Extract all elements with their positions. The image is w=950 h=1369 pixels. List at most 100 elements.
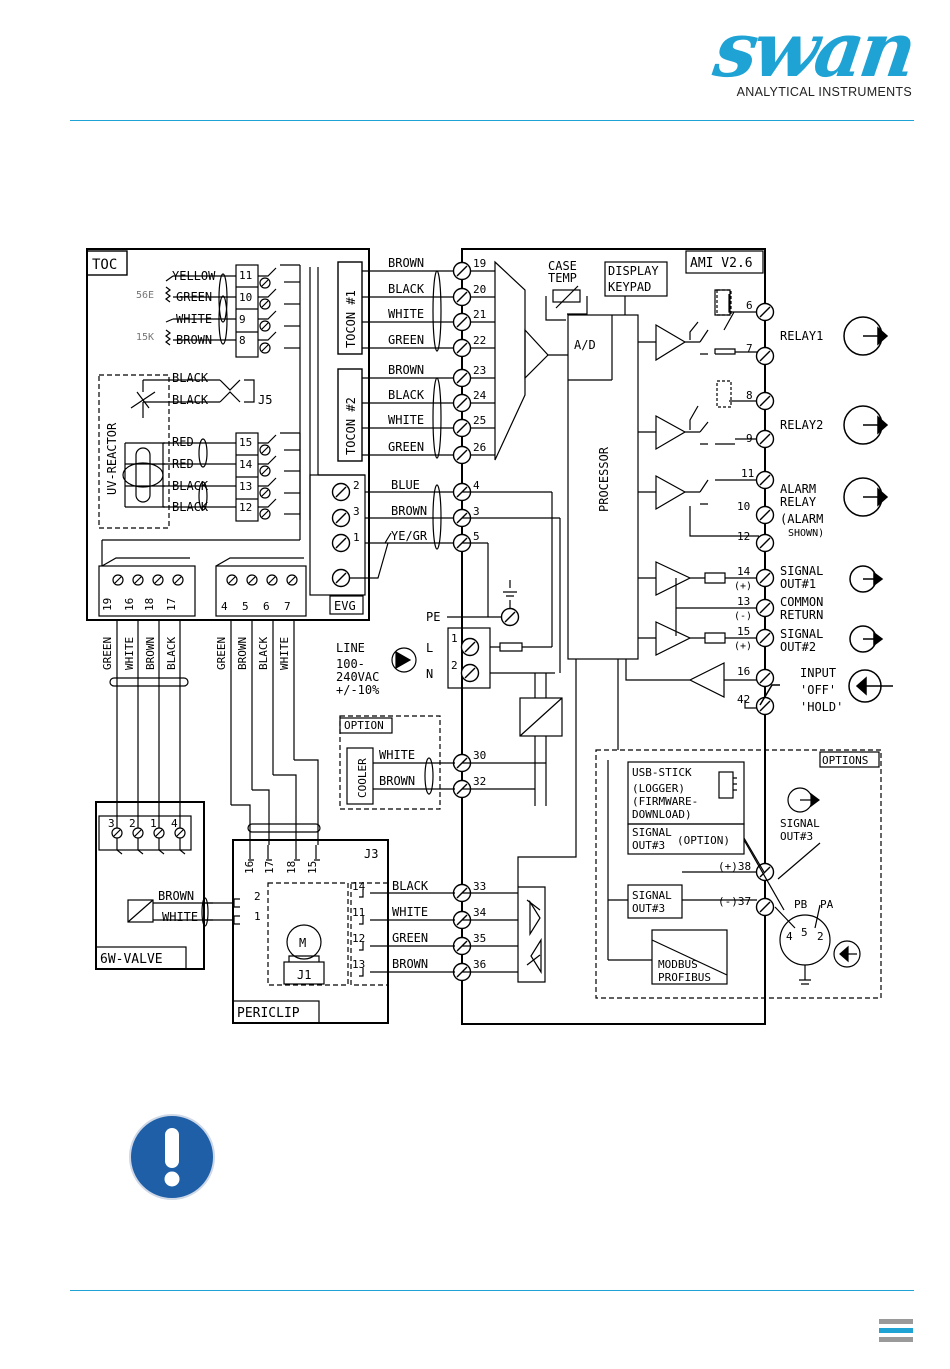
out-t42: 42 [737, 693, 750, 706]
term-5-wire: YE/GR [391, 529, 428, 543]
periclip-pin-14: 14 [352, 880, 366, 893]
evg-pin-1: 1 [353, 531, 360, 544]
modbus-2: PROFIBUS [658, 971, 711, 984]
periclip-pin-13: 13 [352, 958, 365, 971]
periclip-p2: 2 [254, 890, 261, 903]
term-33: 33 [473, 880, 486, 893]
cable-b-black: BLACK [257, 637, 270, 670]
out-t14: 14 [737, 565, 751, 578]
cable-a-brown: BROWN [144, 637, 157, 670]
alarm-4: SHOWN) [788, 528, 824, 539]
term-26-wire: GREEN [388, 440, 424, 454]
term-21-wire: WHITE [388, 307, 424, 321]
alarm-1: ALARM [780, 482, 816, 496]
term-5: 5 [473, 530, 480, 543]
term-38: (+)38 [718, 860, 751, 873]
cable-a-green: GREEN [101, 637, 114, 670]
evg-pin-3: 3 [353, 505, 360, 518]
n-label: N [426, 667, 433, 681]
res-15k-label: 15K [136, 332, 154, 343]
conn-b-6: 6 [263, 600, 270, 613]
periclip-wire-white: WHITE [392, 905, 428, 919]
term-21: 21 [473, 308, 486, 321]
term-4: 4 [473, 479, 480, 492]
line-4: +/-10% [336, 683, 380, 697]
periclip-pin-11: 11 [352, 906, 365, 919]
toc-t14: 14 [239, 458, 253, 471]
tocon2-label: TOCON #2 [344, 397, 358, 455]
header-rule [70, 120, 914, 121]
term-22-wire: GREEN [388, 333, 424, 347]
toc-t12: 12 [239, 501, 252, 514]
sig3-ext-1: SIGNAL [780, 817, 820, 830]
out-t11: 11 [741, 467, 754, 480]
cable-a-white: WHITE [123, 637, 136, 670]
signal1-1: SIGNAL [780, 564, 823, 578]
term-24: 24 [473, 389, 487, 402]
usb-1: USB-STICK [632, 766, 692, 779]
periclip-16: 16 [243, 861, 256, 874]
term-35: 35 [473, 932, 486, 945]
toc-title: TOC [92, 257, 117, 273]
evg-pin-2: 2 [353, 479, 360, 492]
term-3-wire: BROWN [391, 504, 427, 518]
cooler-brown: BROWN [379, 774, 415, 788]
sig3-1: SIGNAL [632, 889, 672, 902]
cooler-label: COOLER [356, 758, 369, 798]
out-t12: 12 [737, 530, 750, 543]
toc-t13: 13 [239, 480, 252, 493]
toc-t9: 9 [239, 313, 246, 326]
valve-brown: BROWN [158, 889, 194, 903]
periclip-title: PERICLIP [237, 1006, 300, 1021]
input-3: 'HOLD' [800, 700, 843, 714]
term-22: 22 [473, 334, 486, 347]
cooler-white: WHITE [379, 748, 415, 762]
uv-black-1: BLACK [172, 371, 209, 385]
input-2: 'OFF' [800, 683, 836, 697]
toc-box [86, 248, 370, 621]
j1-label: J1 [297, 968, 311, 982]
toc-t10: 10 [239, 291, 252, 304]
toc-t11: 11 [239, 269, 252, 282]
out-t8: 8 [746, 389, 753, 402]
page-marker [879, 1319, 913, 1346]
conn-a-16: 16 [123, 598, 136, 611]
pa-label: PA [820, 898, 834, 911]
out-t6: 6 [746, 299, 753, 312]
toc-wire-yellow: YELLOW [172, 269, 216, 283]
signal2-2: OUT#2 [780, 640, 816, 654]
line-1: LINE [336, 641, 365, 655]
usb-2: (LOGGER) [632, 782, 685, 795]
option-label: OPTION [344, 719, 384, 732]
brand-logo: swan ANALYTICAL INSTRUMENTS [709, 5, 918, 104]
valve-white: WHITE [162, 910, 198, 924]
uv-black-4: BLACK [172, 500, 209, 514]
motor-label: M [299, 936, 306, 950]
term-30: 30 [473, 749, 486, 762]
relay1-label: RELAY1 [780, 329, 823, 343]
periclip-p1: 1 [254, 910, 261, 923]
out-t14-sign: (+) [734, 581, 752, 592]
j5-label: J5 [258, 393, 272, 407]
usb-4: DOWNLOAD) [632, 808, 692, 821]
valve-t1: 1 [150, 817, 157, 830]
term-25: 25 [473, 414, 486, 427]
ami-title: AMI V2.6 [690, 256, 753, 271]
cable-b-brown: BROWN [236, 637, 249, 670]
toc-t8: 8 [239, 334, 246, 347]
signal2-1: SIGNAL [780, 627, 823, 641]
conn-b-4: 4 [221, 600, 228, 613]
cable-a-black: BLACK [165, 637, 178, 670]
alarm-3: (ALARM [780, 512, 823, 526]
uv-reactor-label: UV-REACTOR [105, 422, 119, 495]
conn-a-18: 18 [143, 598, 156, 611]
periclip-pin-12: 12 [352, 932, 365, 945]
common-2: RETURN [780, 608, 823, 622]
alarm-2: RELAY [780, 495, 817, 509]
footer-rule [70, 1290, 914, 1291]
case-temp-1: CASE [548, 259, 577, 273]
display-label: DISPLAY [608, 264, 659, 278]
uv-red-1: RED [172, 435, 194, 449]
out-t15: 15 [737, 625, 750, 638]
